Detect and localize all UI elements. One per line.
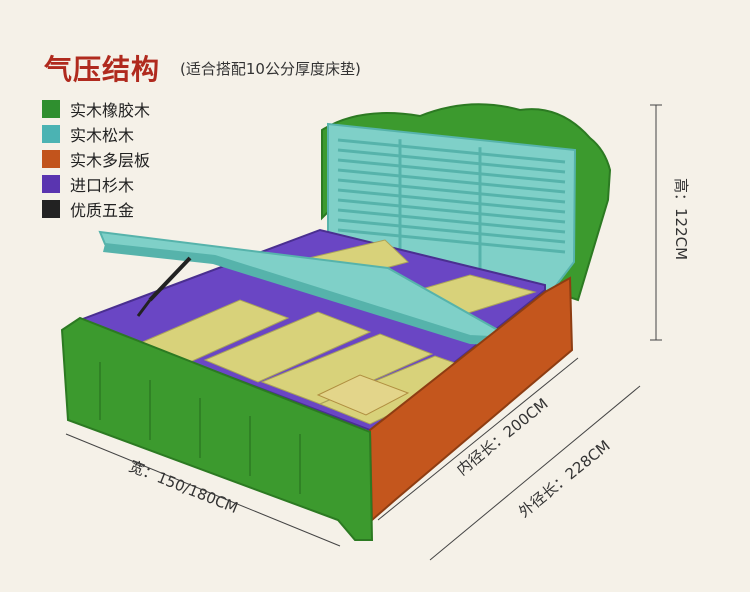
headboard-slat xyxy=(337,198,566,224)
legend-swatch xyxy=(42,175,60,193)
legend-swatch xyxy=(42,200,60,218)
gas-strut-rod xyxy=(136,299,152,317)
legend-item: 实木松木 xyxy=(42,123,150,145)
legend-label: 进口杉木 xyxy=(70,176,135,195)
legend-item: 实木橡胶木 xyxy=(42,98,150,120)
gas-strut xyxy=(148,256,192,302)
headboard-slat xyxy=(337,168,566,194)
legend-item: 优质五金 xyxy=(42,198,150,220)
headboard-slat xyxy=(337,138,566,164)
height-label: 高：122CM xyxy=(672,178,690,260)
legend-item: 进口杉木 xyxy=(42,173,150,195)
headboard-slat xyxy=(337,208,566,234)
headboard-slat xyxy=(337,158,566,184)
legend-label: 实木多层板 xyxy=(70,151,151,170)
headboard-slat xyxy=(337,188,566,214)
legend-item: 实木多层板 xyxy=(42,148,150,170)
legend-swatch xyxy=(42,125,60,143)
dimension-lines xyxy=(65,104,662,561)
headboard-slat xyxy=(337,228,566,254)
headboard-slat xyxy=(337,218,566,244)
footboard xyxy=(60,316,374,541)
legend-label: 实木松木 xyxy=(70,126,135,145)
footboard-panels xyxy=(99,362,301,494)
page-subtitle: (适合搭配10公分厚度床垫) xyxy=(180,60,361,78)
material-legend: 实木橡胶木 实木松木 实木多层板 进口杉木 优质五金 xyxy=(42,98,150,223)
lift-platform-edge xyxy=(103,244,512,346)
legend-swatch xyxy=(42,100,60,118)
page-title: 气压结构 xyxy=(44,53,161,86)
headboard-slat xyxy=(337,178,566,204)
legend-label: 优质五金 xyxy=(70,201,135,220)
legend-label: 实木橡胶木 xyxy=(70,101,151,120)
legend-swatch xyxy=(42,150,60,168)
headboard-slats xyxy=(337,138,566,281)
headboard-slat xyxy=(337,148,566,174)
